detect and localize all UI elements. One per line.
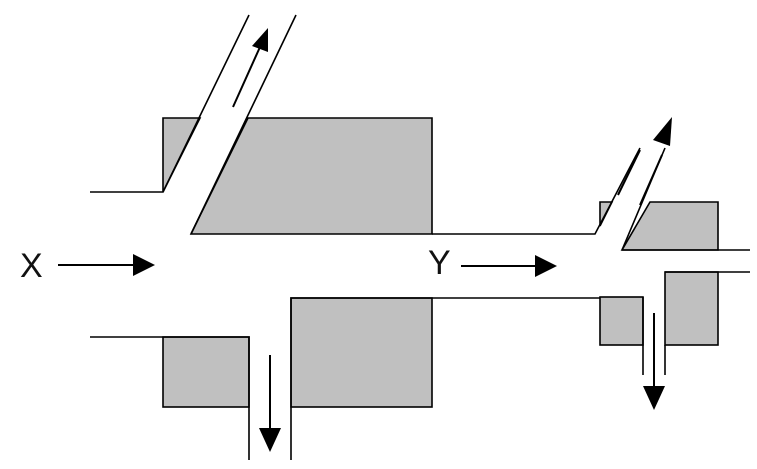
midpoint-label: Y xyxy=(428,244,451,282)
upper-left-large-block xyxy=(189,117,433,235)
lower-left-small-block xyxy=(162,336,250,408)
right-upper-arrow-head xyxy=(653,117,672,146)
lower-right-large-block xyxy=(664,271,719,346)
right-upper-arrow-line-right xyxy=(639,154,663,206)
right-lower-arrow-head xyxy=(643,386,665,410)
middle-channel-top-wall xyxy=(432,147,641,235)
right-upper-arrow-line-left xyxy=(617,149,641,196)
upper-branch-arrow-head xyxy=(252,28,268,52)
lower-middle-block xyxy=(290,297,433,408)
inlet-arrow-head xyxy=(133,254,155,276)
lower-branch-arrow-head xyxy=(259,428,281,452)
lower-right-small-block xyxy=(599,296,644,346)
upper-branch-right-wall xyxy=(190,14,297,235)
left-inlet-top-wall xyxy=(90,14,250,193)
upper-branch-arrow-shaft xyxy=(232,46,261,108)
inlet-label: X xyxy=(20,247,43,285)
mid-arrow-head xyxy=(535,255,557,277)
lower-branch-right-wall xyxy=(290,297,600,460)
upper-right-large-block xyxy=(620,201,719,251)
lower-left-wall xyxy=(90,336,250,460)
